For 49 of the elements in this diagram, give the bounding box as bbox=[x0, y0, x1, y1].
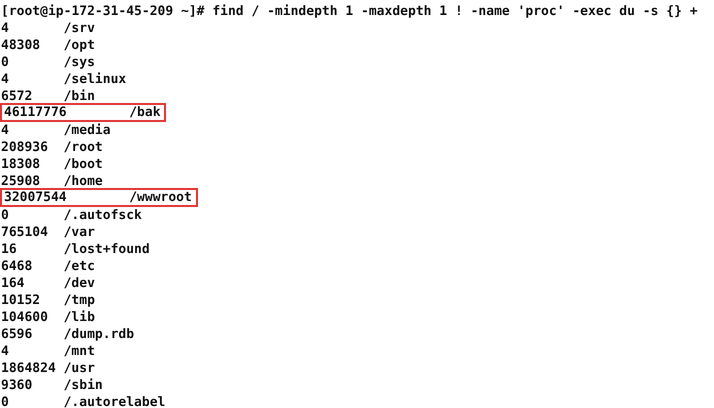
directory-path: /bak bbox=[129, 105, 161, 120]
directory-path: /lib bbox=[64, 309, 95, 326]
size-value: 6468 bbox=[1, 258, 32, 275]
directory-path: /root bbox=[64, 139, 103, 156]
directory-path: /usr bbox=[64, 360, 95, 377]
command-prompt: [root@ip-172-31-45-209 ~]# find / -mindepth 1 -maxdepth 1 ! -name 'proc' -exec du -s {} + bbox=[1, 3, 698, 20]
directory-path: /bin bbox=[64, 88, 95, 105]
directory-path: /selinux bbox=[64, 71, 126, 88]
size-value: 9360 bbox=[1, 377, 32, 394]
size-value: 765104 bbox=[1, 224, 48, 241]
directory-path: /dump.rdb bbox=[64, 326, 134, 343]
directory-path: /media bbox=[64, 122, 111, 139]
size-value: 1864824 bbox=[1, 360, 56, 377]
size-value: 164 bbox=[1, 275, 24, 292]
size-value: 16 bbox=[1, 241, 17, 258]
directory-path: /opt bbox=[64, 37, 95, 54]
size-value: 32007544 bbox=[4, 190, 67, 205]
size-value: 4 bbox=[1, 343, 9, 360]
size-value: 208936 bbox=[1, 139, 48, 156]
size-value: 46117776 bbox=[4, 105, 67, 120]
size-value: 0 bbox=[1, 394, 9, 408]
size-value: 0 bbox=[1, 54, 9, 71]
size-value: 18308 bbox=[1, 156, 40, 173]
directory-path: /mnt bbox=[64, 343, 95, 360]
size-value: 6596 bbox=[1, 326, 32, 343]
size-value: 4 bbox=[1, 71, 9, 88]
size-value: 4 bbox=[1, 20, 9, 37]
size-value: 4 bbox=[1, 122, 9, 139]
size-value: 0 bbox=[1, 207, 9, 224]
highlight-box bbox=[0, 103, 166, 122]
directory-path: /var bbox=[64, 224, 95, 241]
size-value: 25908 bbox=[1, 173, 40, 190]
directory-path: /home bbox=[64, 173, 103, 190]
directory-path: /etc bbox=[64, 258, 95, 275]
directory-path: /wwwroot bbox=[129, 190, 192, 205]
size-value: 48308 bbox=[1, 37, 40, 54]
highlight-box bbox=[0, 188, 198, 207]
directory-path: /.autorelabel bbox=[64, 394, 166, 408]
directory-path: /tmp bbox=[64, 292, 95, 309]
directory-path: /sbin bbox=[64, 377, 103, 394]
directory-path: /lost+found bbox=[64, 241, 150, 258]
directory-path: /dev bbox=[64, 275, 95, 292]
directory-path: /srv bbox=[64, 20, 95, 37]
size-value: 104600 bbox=[1, 309, 48, 326]
directory-path: /sys bbox=[64, 54, 95, 71]
size-value: 6572 bbox=[1, 88, 32, 105]
size-value: 10152 bbox=[1, 292, 40, 309]
directory-path: /.autofsck bbox=[64, 207, 142, 224]
directory-path: /boot bbox=[64, 156, 103, 173]
